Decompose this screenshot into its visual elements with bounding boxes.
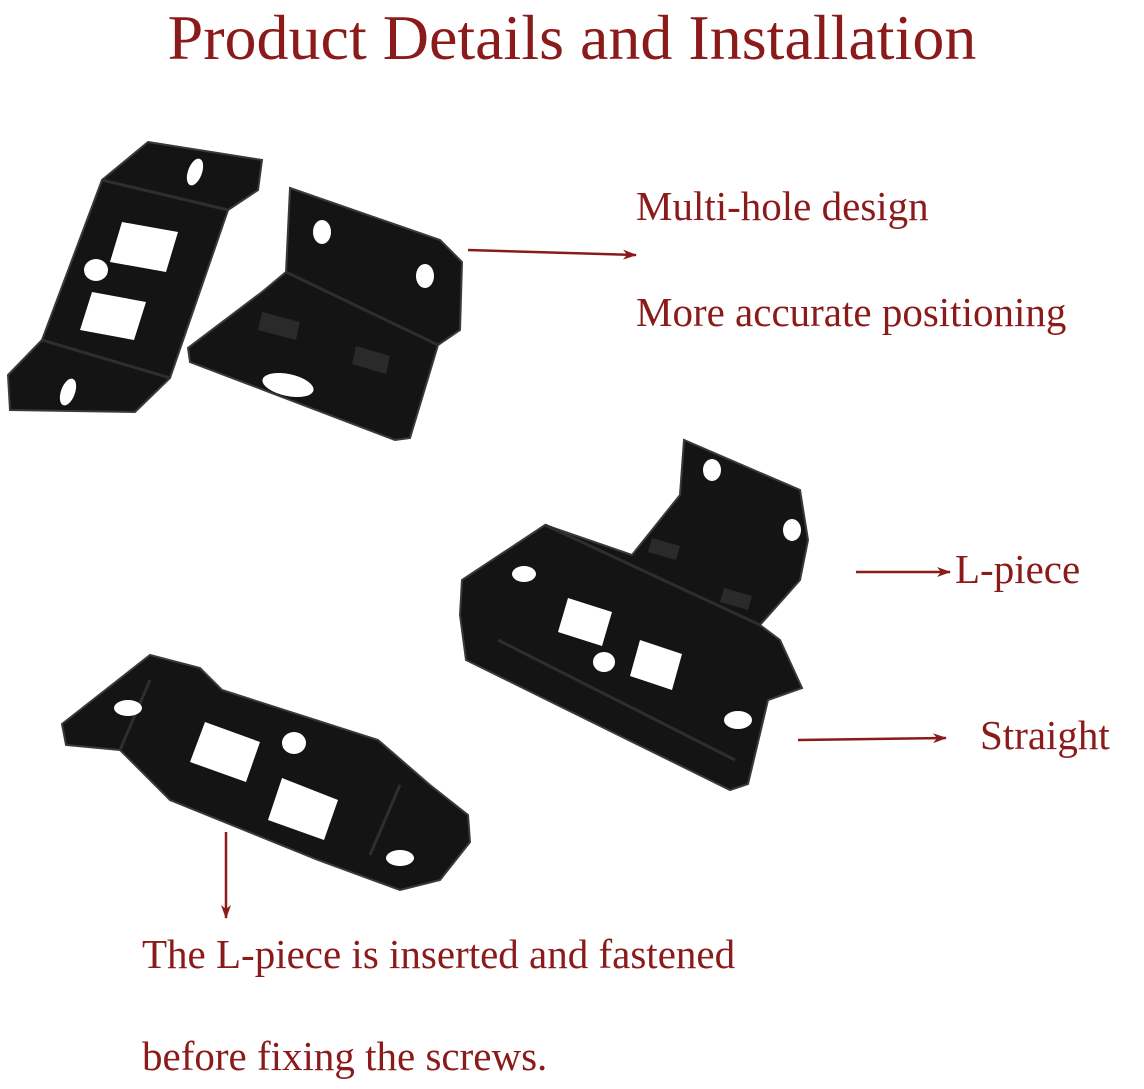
- straight-bracket-top: [6, 140, 264, 414]
- install-note-line-1: The L-piece is inserted and fastened: [142, 931, 736, 977]
- straight-bracket-bottom: [60, 653, 472, 892]
- install-note-line-2: before fixing the screws.: [142, 1033, 548, 1079]
- callout-positioning: More accurate positioning: [636, 289, 1067, 335]
- l-piece-bracket-top: [186, 186, 464, 442]
- callout-l-piece: L-piece: [955, 546, 1081, 592]
- assembled-bracket: [458, 438, 810, 792]
- page-title: Product Details and Installation: [167, 2, 977, 73]
- arrow-multi-hole: [467, 248, 637, 260]
- arrow-straight: [797, 733, 947, 744]
- callout-multi-hole: Multi-hole design: [636, 183, 929, 229]
- callout-straight: Straight: [980, 712, 1110, 758]
